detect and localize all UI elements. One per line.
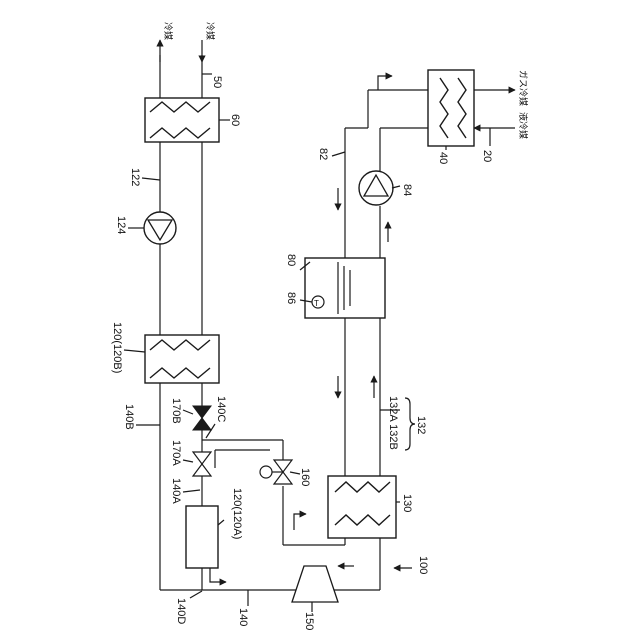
label-80: 80	[285, 254, 297, 266]
label-140c: 140C	[215, 396, 227, 422]
label-150: 150	[303, 612, 315, 630]
storage-120a	[186, 506, 218, 568]
label-120b: 120(120B)	[111, 322, 123, 373]
label-84: 84	[401, 184, 413, 196]
label-82: 82	[317, 148, 329, 160]
label-100: 100	[417, 556, 429, 574]
refrigerant-label-left: 冷媒	[162, 22, 174, 40]
label-160: 160	[299, 468, 311, 486]
refrigerant-label-right: 冷媒	[204, 22, 216, 40]
bracket-132	[405, 398, 415, 450]
liquid-refrigerant-label: 液冷媒	[517, 112, 529, 139]
label-170b: 170B	[170, 398, 182, 424]
expansion-valve-160	[260, 460, 292, 484]
label-86: 86	[285, 292, 297, 304]
label-140a: 140A	[170, 478, 182, 504]
label-122: 122	[129, 168, 141, 186]
label-132: 132	[415, 416, 427, 434]
heat-exchanger-120b	[145, 335, 219, 383]
heat-exchanger-60	[145, 98, 219, 142]
valve-170a	[193, 452, 211, 476]
heat-exchanger-40: ガス冷媒 液冷媒	[428, 70, 529, 146]
label-140d: 140D	[175, 598, 187, 624]
label-124: 124	[115, 216, 127, 234]
label-140b: 140B	[123, 404, 135, 430]
label-170a: 170A	[170, 440, 182, 466]
top-refrigerant-arrows: 冷媒 冷媒	[160, 22, 216, 62]
label-130: 130	[401, 494, 413, 512]
valve-170b	[193, 406, 211, 430]
tank-80: T	[305, 258, 385, 318]
pump-124	[144, 212, 176, 244]
pump-84	[359, 171, 393, 205]
label-140: 140	[237, 608, 249, 626]
label-20: 20	[481, 150, 493, 162]
sensor-label: T	[314, 299, 319, 308]
compressor-150	[292, 566, 338, 602]
label-60: 60	[229, 114, 241, 126]
heat-exchanger-130	[328, 476, 396, 538]
label-40: 40	[437, 152, 449, 164]
label-120a: 120(120A)	[231, 488, 243, 539]
label-132a-132b: 132A 132B	[387, 396, 399, 450]
gas-refrigerant-label: ガス冷媒	[517, 70, 529, 106]
label-50: 50	[211, 76, 223, 88]
